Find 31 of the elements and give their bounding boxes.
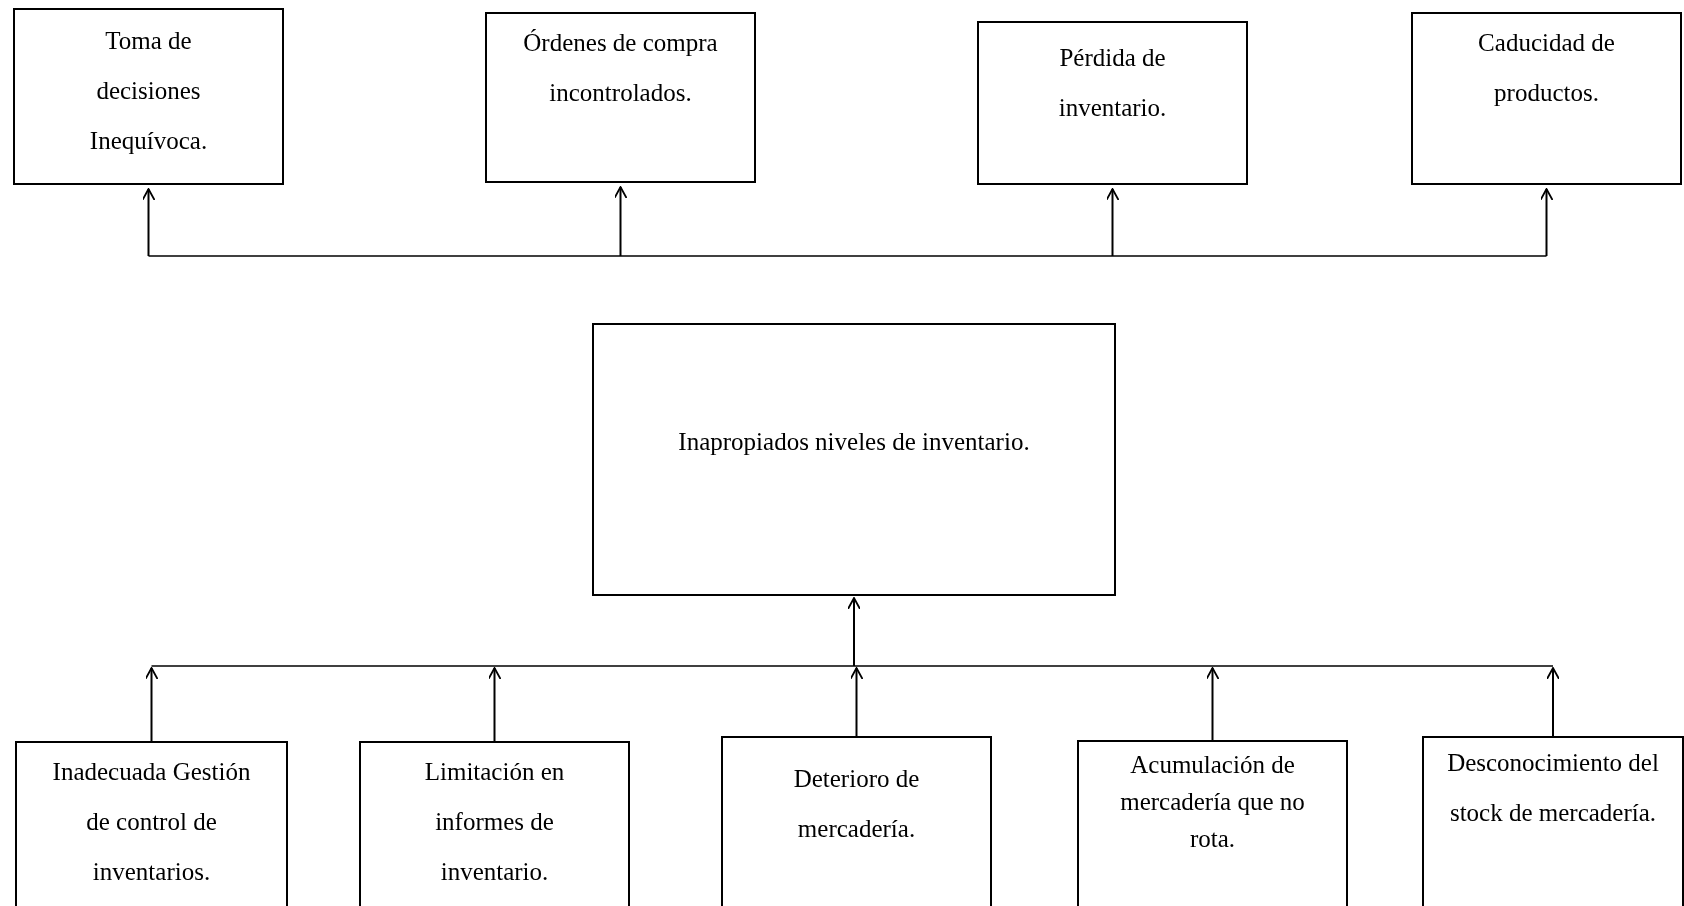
arrow xyxy=(150,597,1554,667)
text-box xyxy=(1077,740,1348,906)
arrow xyxy=(1105,188,1120,257)
arrow xyxy=(141,188,156,257)
arrow xyxy=(849,667,864,737)
box-text: Inapropiados niveles de inventario. xyxy=(677,427,1031,457)
box-text: Desconocimiento del stock de mercadería. xyxy=(1446,748,1660,828)
text-box xyxy=(15,741,288,906)
arrow xyxy=(1205,667,1220,741)
box-text: Caducidad de productos. xyxy=(1477,28,1616,108)
text-box xyxy=(1422,736,1684,906)
arrow xyxy=(1539,188,1554,257)
text-box xyxy=(359,741,630,906)
text-box xyxy=(13,8,284,185)
connector-line xyxy=(147,255,1548,257)
box-text: Toma de decisiones Inequívoca. xyxy=(88,26,209,156)
box-text: Órdenes de compra incontrolados. xyxy=(522,28,719,108)
arrow xyxy=(613,186,628,257)
box-text: Acumulación de mercadería que no rota. xyxy=(1119,750,1306,854)
arrow xyxy=(1546,667,1560,737)
text-box xyxy=(721,736,992,906)
box-text: Deterioro de mercadería. xyxy=(792,764,921,844)
box-text: Limitación en informes de inventario. xyxy=(423,757,566,887)
problem-box xyxy=(592,323,1116,596)
text-box xyxy=(1411,12,1682,185)
text-box xyxy=(485,12,756,183)
text-box xyxy=(977,21,1248,185)
arrow xyxy=(144,667,159,742)
arrow xyxy=(487,667,502,742)
box-text: Inadecuada Gestión de control de inventarios. xyxy=(51,757,252,887)
box-text: Pérdida de inventario. xyxy=(1057,43,1168,123)
